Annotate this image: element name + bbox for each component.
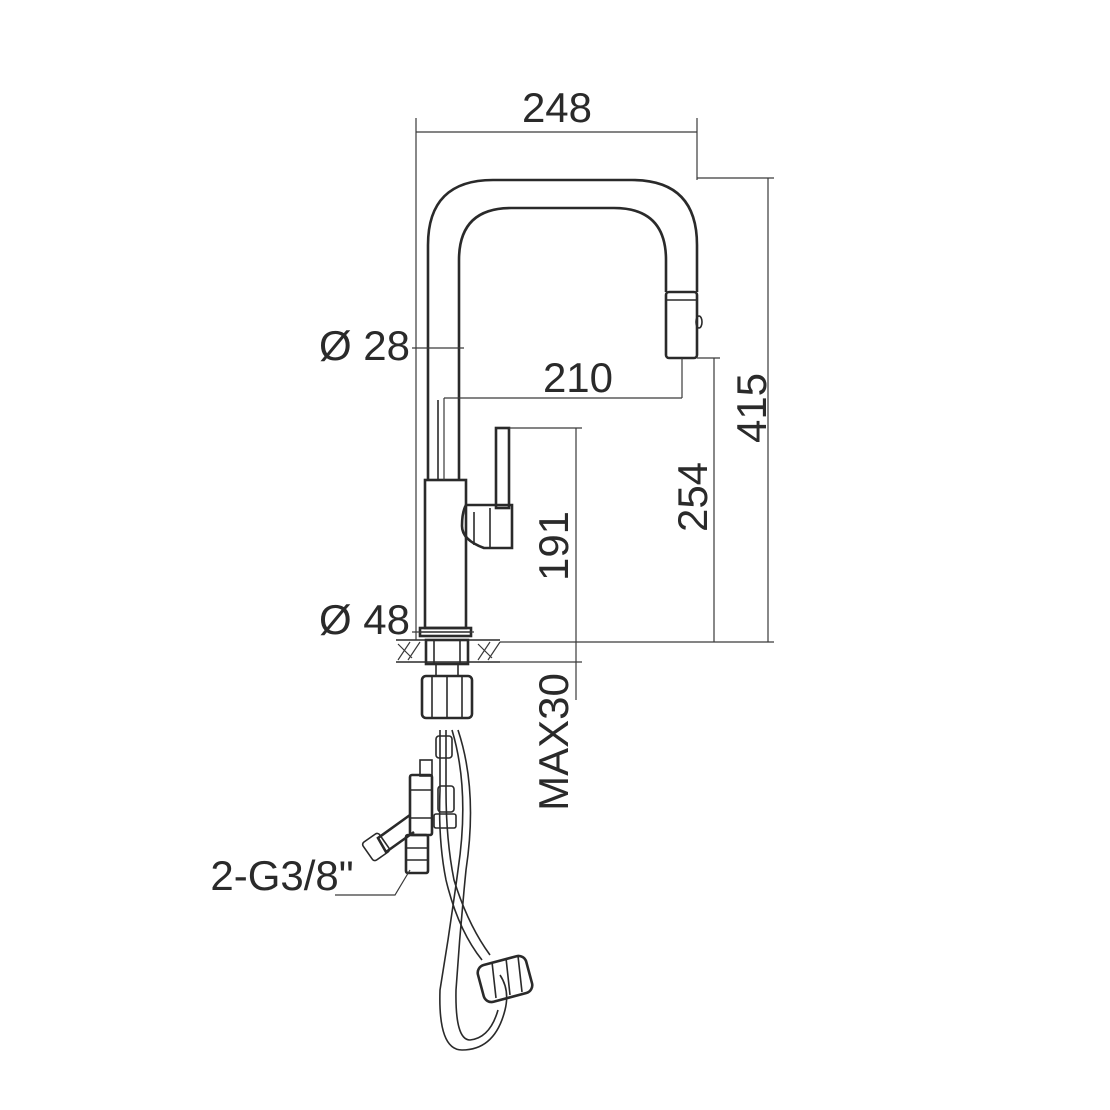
spray-head [664, 290, 699, 360]
inlet-connection-label: 2-G3/8" [210, 852, 353, 899]
lever-handle [494, 426, 511, 510]
overall-height-label: 415 [728, 373, 775, 443]
mounting-shank [424, 638, 470, 666]
base-diameter-label: Ø 48 [319, 596, 410, 643]
inlet-valve [361, 759, 434, 875]
faucet-body [423, 478, 468, 630]
faucet-outline [361, 178, 703, 1051]
pull-out-hose [439, 729, 508, 1051]
supply-hose-cold [445, 730, 491, 956]
hose-fitting-2 [437, 785, 455, 813]
dimension-lines [335, 118, 774, 896]
lever-hub [460, 503, 514, 550]
pull-out-hose-inner [455, 729, 499, 1041]
spout-inner-line [457, 206, 668, 480]
spray-button [695, 315, 703, 329]
hose-fitting [435, 735, 453, 759]
overall-width-label: 248 [522, 84, 592, 131]
lever-height-label: 191 [530, 511, 577, 581]
hose-weight [476, 954, 534, 1004]
spout-diameter-label: Ø 28 [319, 322, 410, 369]
max-deck-thickness-label: MAX30 [530, 673, 577, 811]
spout-reach-label: 210 [543, 354, 613, 401]
spout-height-label: 254 [669, 462, 716, 532]
hose-clip [433, 813, 457, 829]
countertop-section [396, 639, 501, 663]
spout-outer-line [426, 178, 699, 480]
